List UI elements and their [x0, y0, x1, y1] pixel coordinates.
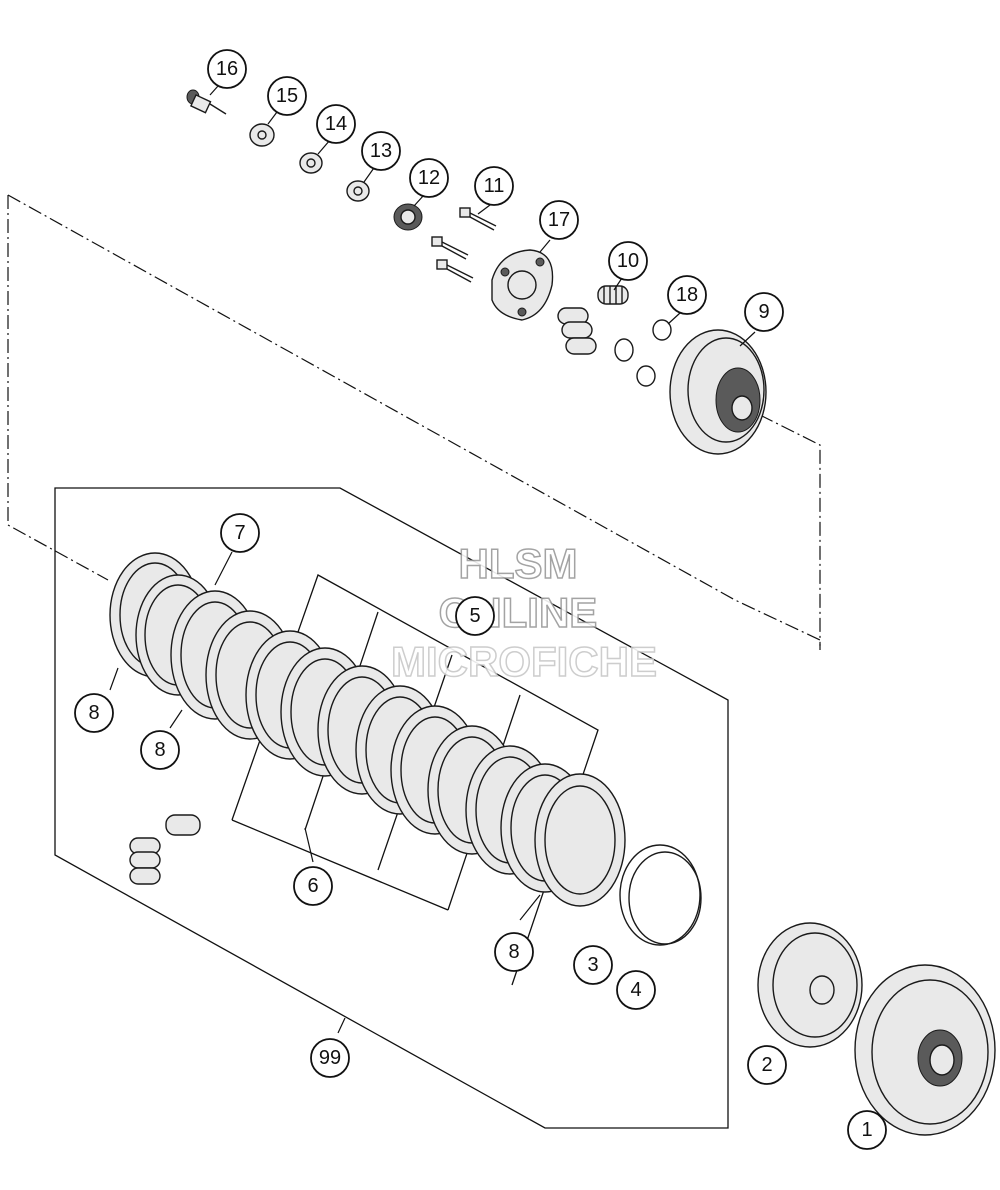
svg-text:6: 6 — [307, 875, 318, 897]
assembly-reference-lines — [7, 194, 821, 650]
leader-lines — [109, 85, 756, 1034]
callout-8-right[interactable]: 8 — [494, 932, 534, 972]
pressure-bolt-part — [186, 89, 227, 115]
svg-text:10: 10 — [617, 250, 639, 272]
callout-10[interactable]: 10 — [608, 241, 648, 281]
svg-text:18: 18 — [676, 284, 698, 306]
spring-retainer-part — [491, 249, 554, 321]
clutch-plate-stack — [109, 552, 626, 907]
washer-parts — [249, 123, 370, 202]
svg-text:7: 7 — [234, 522, 245, 544]
callout-8-middle[interactable]: 8 — [140, 730, 180, 770]
outer-basket-part — [854, 964, 996, 1136]
callout-3[interactable]: 3 — [573, 945, 613, 985]
callout-14[interactable]: 14 — [316, 104, 356, 144]
callout-5[interactable]: 5 — [455, 596, 495, 636]
callout-4[interactable]: 4 — [616, 970, 656, 1010]
svg-text:14: 14 — [325, 113, 347, 135]
callout-16[interactable]: 16 — [207, 49, 247, 89]
svg-text:12: 12 — [418, 167, 440, 189]
damper-ring-parts — [619, 844, 702, 946]
svg-text:1: 1 — [861, 1119, 872, 1141]
svg-text:3: 3 — [587, 954, 598, 976]
kit-outline — [54, 487, 729, 1129]
svg-text:4: 4 — [630, 979, 641, 1001]
callout-2[interactable]: 2 — [747, 1045, 787, 1085]
callout-1[interactable]: 1 — [847, 1110, 887, 1150]
callout-7[interactable]: 7 — [220, 513, 260, 553]
callout-9[interactable]: 9 — [744, 292, 784, 332]
clutch-spring-parts — [557, 285, 629, 355]
svg-text:16: 16 — [216, 58, 238, 80]
callout-99[interactable]: 99 — [310, 1038, 350, 1078]
callout-13[interactable]: 13 — [361, 131, 401, 171]
svg-text:11: 11 — [484, 175, 505, 197]
callout-18[interactable]: 18 — [667, 275, 707, 315]
svg-text:17: 17 — [548, 209, 570, 231]
watermark: HLSM ONLINE MICROFICHE — [390, 539, 658, 686]
svg-text:5: 5 — [469, 605, 480, 627]
callout-12[interactable]: 12 — [409, 158, 449, 198]
watermark-line3: MICROFICHE — [391, 638, 657, 685]
svg-text:2: 2 — [761, 1054, 772, 1076]
callout-11[interactable]: 11 — [474, 166, 514, 206]
svg-text:13: 13 — [370, 140, 392, 162]
svg-text:9: 9 — [758, 301, 769, 323]
callout-17[interactable]: 17 — [539, 200, 579, 240]
spring-bolt-parts — [431, 207, 497, 283]
callout-15[interactable]: 15 — [267, 76, 307, 116]
callout-6[interactable]: 6 — [293, 866, 333, 906]
watermark-line1: HLSM — [459, 540, 578, 587]
inner-hub-part — [757, 922, 863, 1048]
svg-text:8: 8 — [154, 739, 165, 761]
circlip-parts — [614, 319, 672, 387]
svg-text:8: 8 — [88, 702, 99, 724]
svg-text:8: 8 — [508, 941, 519, 963]
svg-text:15: 15 — [276, 85, 298, 107]
callout-8-left[interactable]: 8 — [74, 693, 114, 733]
kit-spring-parts — [129, 814, 201, 885]
bearing-part — [393, 203, 423, 231]
pressure-cap-part — [669, 329, 767, 455]
svg-text:99: 99 — [319, 1047, 341, 1069]
